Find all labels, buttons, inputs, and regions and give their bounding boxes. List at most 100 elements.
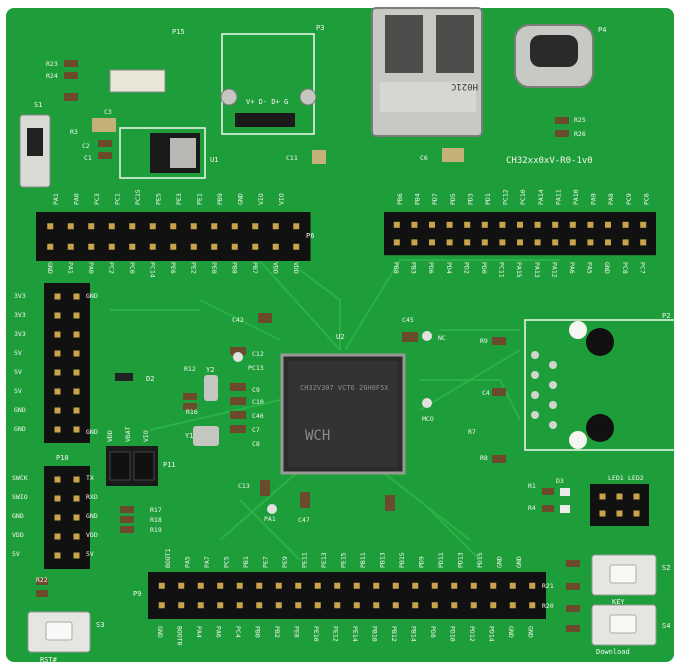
component-label: D3 <box>556 477 564 485</box>
header-led[interactable] <box>590 484 649 526</box>
header-pin <box>149 223 156 230</box>
header-pin <box>587 221 594 228</box>
header-pin <box>353 602 360 609</box>
header-pin <box>190 243 197 250</box>
pin-label: PC3 <box>93 193 101 205</box>
header-pin <box>633 510 640 517</box>
pin-label: 3V3 <box>14 292 26 300</box>
pin-label: PC2 <box>108 262 116 274</box>
header-pin <box>73 495 80 502</box>
crystal-main <box>193 426 219 446</box>
header-pin <box>211 223 218 230</box>
usb-c-ref: P4 <box>598 26 606 34</box>
component-label: MCO <box>422 415 434 423</box>
pin-label: PD10 <box>449 626 457 642</box>
usb-a-label: H021C <box>451 81 478 91</box>
component-label: C3 <box>104 108 112 116</box>
header-pin <box>599 493 606 500</box>
header-top-left-ref: P6 <box>306 232 314 240</box>
header-pin <box>217 602 224 609</box>
header-pin <box>429 239 435 246</box>
download-ref: S4 <box>662 622 670 630</box>
header-pin <box>236 602 243 609</box>
header-pin <box>517 239 523 246</box>
pin-label: GND <box>46 262 54 274</box>
pin-label: PC9 <box>625 193 633 205</box>
header-bottom[interactable] <box>148 572 546 619</box>
pin-label: PA6 <box>215 626 223 638</box>
component-label: C45 <box>402 316 414 324</box>
component-label: C47 <box>298 516 310 524</box>
pin-label: GND <box>515 556 523 568</box>
pin-label: PC6 <box>642 193 650 205</box>
header-pin <box>517 221 523 228</box>
pin-label: BOOT0 <box>176 626 184 646</box>
pin-label: PD2 <box>462 262 470 274</box>
pin-label: PA13 <box>533 262 541 278</box>
header-pin <box>481 239 488 246</box>
header-pin <box>54 533 61 540</box>
header-pin <box>129 243 136 250</box>
pin-label: 5V <box>86 550 94 558</box>
silk-static: CH32xx0xV-R0-1v0 H021C P4 P3 P2 U1 P15 S… <box>34 24 670 664</box>
header-pin <box>334 582 341 589</box>
header-pin <box>67 243 74 250</box>
pin-label: TX <box>86 474 94 482</box>
crystal-rtc-ref: Y2 <box>206 366 214 374</box>
pin-label: PA10 <box>572 189 580 205</box>
header-pin <box>616 510 623 517</box>
component-label: R17 <box>150 506 162 514</box>
header-pin <box>108 243 115 250</box>
header-top-right[interactable] <box>384 212 656 256</box>
header-pin <box>73 331 80 338</box>
pin-label: PE11 <box>301 552 309 568</box>
header-pin <box>314 582 321 589</box>
header-pin <box>451 582 458 589</box>
component-label: R23 <box>46 60 58 68</box>
pin-label: PB15 <box>398 552 406 568</box>
pin-label: 5V <box>14 368 22 376</box>
pin-label: GND <box>86 292 98 300</box>
component-label: R4 <box>528 504 536 512</box>
component-label: PA1 <box>264 515 276 523</box>
header-pin <box>464 239 471 246</box>
header-pin <box>73 426 80 433</box>
component-label: R18 <box>150 516 162 524</box>
pin-label: PA11 <box>554 189 562 205</box>
header-pin <box>178 582 185 589</box>
fuse-ref: P15 <box>172 28 185 36</box>
pin-label: VIO <box>142 430 150 442</box>
header-pin <box>73 407 80 414</box>
header-pin <box>275 582 282 589</box>
reset-label: RST# <box>40 656 58 664</box>
pin-label: PC8 <box>621 262 629 274</box>
pin-label: PB0 <box>254 626 262 638</box>
header-pin <box>54 514 61 521</box>
pin-label: PB12 <box>390 626 398 642</box>
slide-switch-knob <box>27 128 43 156</box>
header-top-left[interactable] <box>36 212 311 261</box>
pin-label: VDD <box>12 531 24 539</box>
fuse <box>109 69 166 93</box>
header-pin <box>170 243 177 250</box>
header-pin <box>334 602 341 609</box>
pin-label: PA5 <box>184 556 192 568</box>
component-label: R16 <box>186 408 198 416</box>
header-pin <box>490 582 497 589</box>
header-pin <box>275 602 282 609</box>
component-label: C10 <box>252 398 264 406</box>
component-label: R21 <box>542 582 554 590</box>
header-power[interactable] <box>44 283 90 443</box>
header-pin <box>170 223 177 230</box>
pin-label: GND <box>496 556 504 568</box>
component-label: R22 <box>36 576 48 584</box>
pin-label: RXD <box>86 493 98 501</box>
header-pin <box>392 582 399 589</box>
pin-label: GND <box>86 512 98 520</box>
pin-label: BOOT1 <box>164 548 172 568</box>
header-pin <box>54 331 61 338</box>
header-pin <box>464 221 471 228</box>
header-swd[interactable] <box>44 466 90 569</box>
header-pin <box>88 223 95 230</box>
